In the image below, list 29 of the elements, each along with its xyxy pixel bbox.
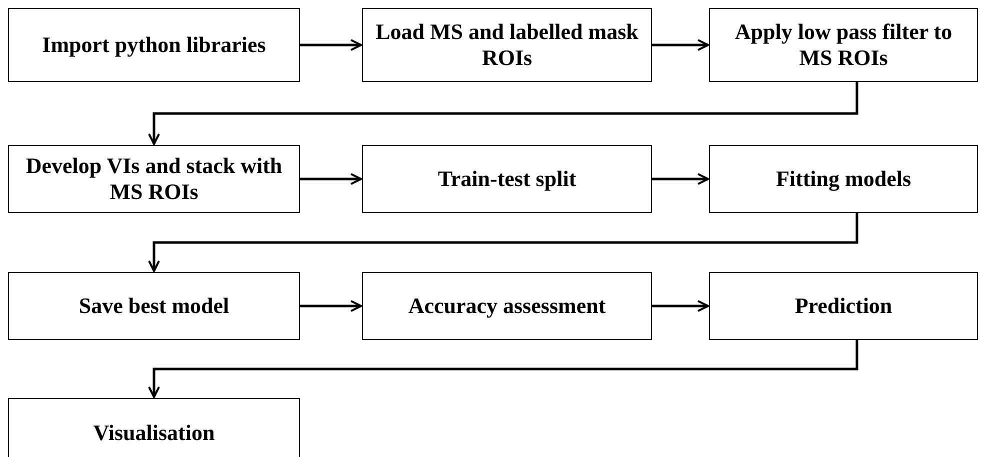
step-label: Train-test split — [438, 166, 576, 192]
process-box — [362, 272, 652, 340]
process-box — [709, 8, 978, 82]
step-label: Load MS and labelled mask ROIs — [374, 18, 640, 72]
step-label: Apply low pass filter to MS ROIs — [734, 18, 954, 72]
step-label: Develop VIs and stack with MS ROIs — [24, 152, 284, 206]
process-box — [709, 145, 978, 213]
arrow — [300, 173, 362, 185]
step-label: Fitting models — [776, 166, 912, 192]
step-label: Accuracy assessment — [408, 292, 606, 320]
process-box — [8, 145, 300, 213]
process-box — [362, 145, 652, 213]
process-box — [8, 8, 300, 82]
step-label: Visualisation — [93, 420, 215, 446]
arrow — [652, 173, 709, 185]
process-box — [8, 398, 300, 457]
arrow — [300, 300, 362, 312]
process-box — [709, 272, 978, 340]
arrow — [652, 39, 709, 51]
process-box — [362, 8, 652, 82]
arrow — [148, 340, 858, 398]
arrow — [148, 82, 858, 145]
step-label: Import python libraries — [42, 32, 266, 58]
process-box — [8, 272, 300, 340]
step-label: Prediction — [794, 292, 892, 320]
arrow — [652, 300, 709, 312]
step-label: Save best model — [78, 292, 230, 320]
arrow — [300, 39, 362, 51]
arrow — [148, 213, 858, 272]
